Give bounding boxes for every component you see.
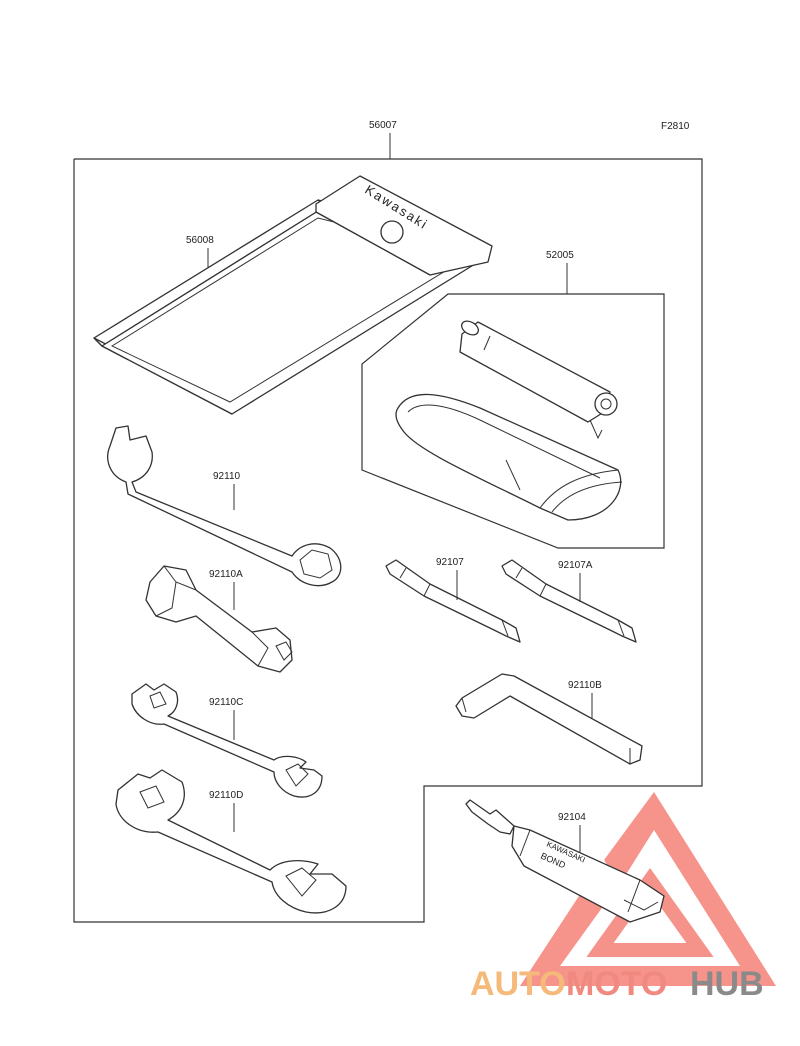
toolkit-frame	[73, 158, 703, 923]
label-56008: 56008	[186, 235, 214, 246]
wrench-92110C	[131, 683, 323, 798]
label-52005: 52005	[546, 250, 574, 261]
label-92110B: 92110B	[568, 680, 602, 691]
bond-tube-92104: KAWASAKI BOND	[465, 799, 665, 923]
watermark-hub: HUB	[690, 965, 764, 1003]
label-92107A: 92107A	[558, 560, 593, 571]
pouch-snap-button	[380, 220, 404, 244]
watermark-triangle-outer	[520, 792, 776, 986]
label-92110C: 92110C	[209, 697, 243, 708]
watermark-auto: AUTO	[470, 965, 566, 1003]
label-92110D: 92110D	[209, 790, 243, 801]
label-92107: 92107	[436, 557, 464, 568]
repair-kit-frame	[361, 293, 665, 549]
spanner-92110	[107, 425, 342, 587]
repair-kit-bag	[395, 393, 623, 521]
tool-pouch: Kawasaki	[93, 175, 493, 415]
figure-code: F2810	[661, 121, 690, 132]
screwdriver-92107	[385, 559, 521, 643]
automotohub-watermark: AUTO MOTO HUB	[470, 792, 776, 1003]
wrench-92110D	[115, 769, 347, 914]
label-92104: 92104	[558, 812, 586, 823]
label-92110: 92110	[213, 471, 241, 482]
watermark-moto: MOTO	[566, 965, 667, 1003]
label-56007: 56007	[369, 120, 397, 131]
repair-kit-tube	[459, 320, 618, 440]
hex-key-92110B	[455, 673, 643, 765]
screwdriver-92107A	[501, 559, 637, 643]
label-92110A: 92110A	[209, 569, 243, 580]
plug-wrench-92110A	[145, 565, 293, 673]
